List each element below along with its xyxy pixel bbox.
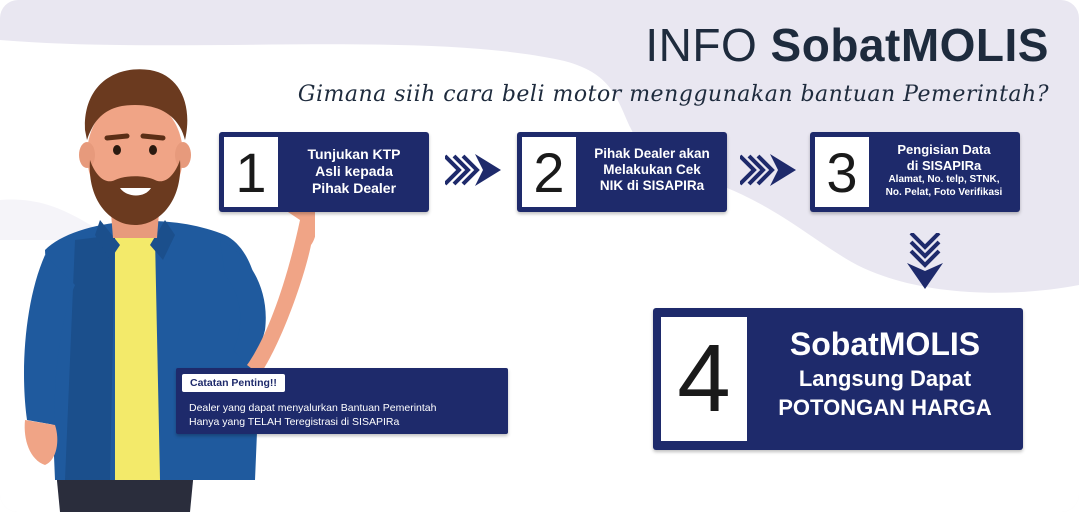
step-1-line: Tunjukan KTP [307,146,401,162]
step-2-number: 2 [522,137,576,207]
chevron-right-arrows-icon [445,154,501,186]
chevron-down-arrows-icon [907,233,943,289]
step-1-number: 1 [224,137,278,207]
step-1-box: 1 Tunjukan KTP Asli kepada Pihak Dealer [219,132,429,212]
step-3-detail: Alamat, No. telp, STNK, [888,174,1000,186]
step-3-detail: No. Pelat, Foto Verifikasi [885,186,1003,198]
step-3-box: 3 Pengisian Data di SISAPIRa Alamat, No.… [810,132,1020,212]
step-3-line: di SISAPIRa [906,157,982,173]
page-title: INFO SobatMOLIS [645,18,1049,72]
step-4-line: POTONGAN HARGA [778,395,992,420]
title-brand: SobatMOLIS [770,19,1049,71]
step-3-line: Pengisian Data [897,142,991,157]
step-2-box: 2 Pihak Dealer akan Melakukan Cek NIK di… [517,132,727,212]
subtitle: Gimana siih cara beli motor menggunakan … [297,82,1049,107]
step-2-line: NIK di SISAPIRa [599,178,705,194]
step-2-text: Pihak Dealer akan Melakukan Cek NIK di S… [581,146,723,195]
step-1-text: Tunjukan KTP Asli kepada Pihak Dealer [285,146,423,196]
step-4-title: SobatMOLIS [789,326,981,362]
man-presenting-illustration [24,69,315,512]
chevron-right-arrows-icon [740,154,796,186]
step-2-line: Pihak Dealer akan [594,146,710,161]
step-1-line: Pihak Dealer [311,179,397,196]
note-line: Hanya yang TELAH Teregistrasi di SISAPIR… [189,416,400,429]
step-3-text: Pengisian Data di SISAPIRa Alamat, No. t… [872,142,1016,199]
title-info: INFO [645,19,758,71]
step-1-line: Asli kepada [315,162,393,179]
step-4-box: 4 SobatMOLIS Langsung Dapat POTONGAN HAR… [653,308,1023,450]
step-4-line: Langsung Dapat [798,366,972,391]
step-3-number: 3 [815,137,869,207]
step-2-line: Melakukan Cek [603,162,701,178]
important-note: Catatan Penting!! Dealer yang dapat meny… [176,368,508,434]
note-line: Dealer yang dapat menyalurkan Bantuan Pe… [189,402,437,414]
step-4-number: 4 [661,317,747,441]
note-label: Catatan Penting!! [182,374,285,392]
note-text: Dealer yang dapat menyalurkan Bantuan Pe… [189,401,437,429]
